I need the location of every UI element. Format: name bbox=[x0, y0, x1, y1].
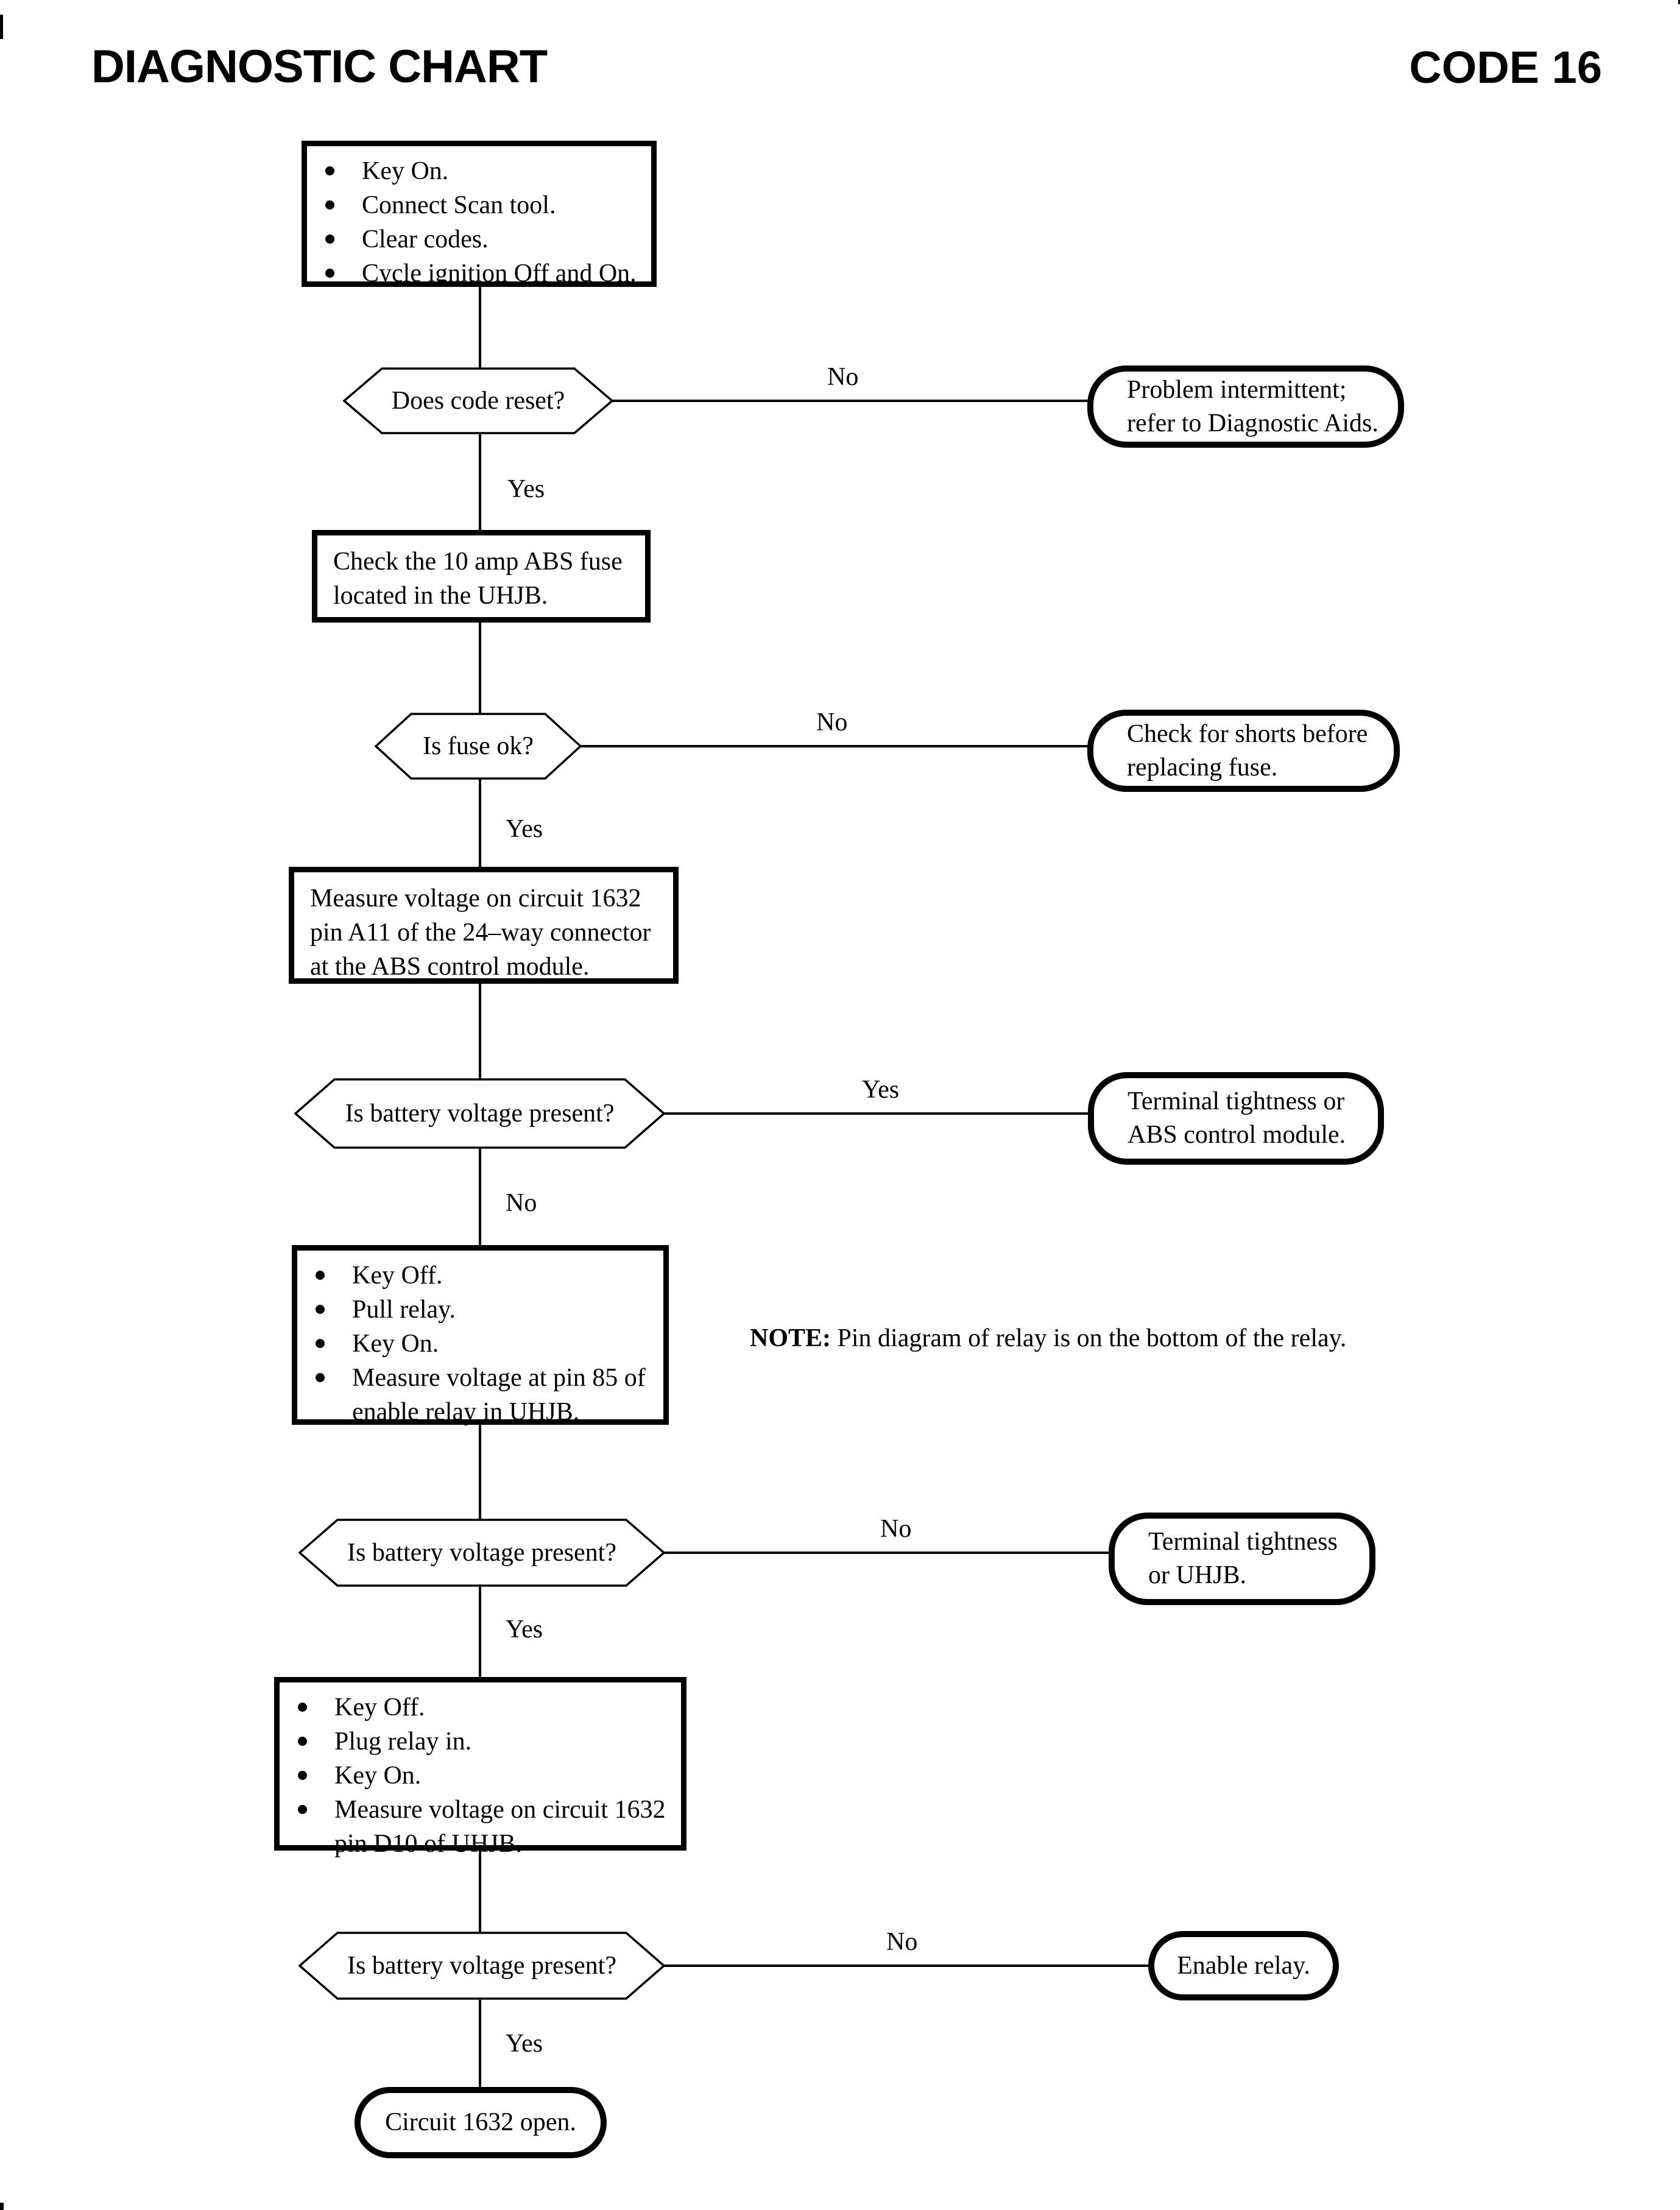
bullet-dot bbox=[325, 269, 334, 278]
hexagon-outline bbox=[298, 1932, 665, 2000]
list-item: Key Off. bbox=[280, 1690, 681, 1725]
scan-artifact bbox=[0, 15, 3, 39]
bullet-dot bbox=[298, 1805, 307, 1814]
connector-line bbox=[479, 1149, 481, 1248]
hexagon-outline bbox=[294, 1078, 665, 1149]
terminal-tightness-uhjb: Terminal tightness or UHJB. bbox=[1109, 1513, 1375, 1605]
terminal-problem-intermittent: Problem intermittent; refer to Diagnosti… bbox=[1087, 365, 1404, 448]
bullet-dot bbox=[298, 1737, 307, 1746]
list-item: Key Off. bbox=[297, 1259, 663, 1293]
connector-line bbox=[664, 1552, 1110, 1554]
branch-label-yes: Yes bbox=[506, 1615, 543, 1643]
connector-line bbox=[581, 745, 1089, 747]
bullet-dot bbox=[316, 1373, 325, 1382]
bullet-dot bbox=[298, 1771, 307, 1780]
process-pull-relay: Key Off. Pull relay. Key On. Measure vol… bbox=[292, 1245, 669, 1426]
process-plug-relay: Key Off. Plug relay in. Key On. Measure … bbox=[274, 1677, 686, 1858]
list-item: Clear codes. bbox=[307, 222, 651, 256]
scan-artifact bbox=[1678, 0, 1680, 4]
branch-label-no: No bbox=[816, 708, 848, 736]
process-measure-a11: Measure voltage on circuit 1632 pin A11 … bbox=[289, 867, 679, 984]
bullet-dot bbox=[325, 235, 334, 244]
decision-is-fuse-ok: Is fuse ok? bbox=[375, 713, 582, 780]
list-item: Measure voltage at pin 85 of enable rela… bbox=[297, 1361, 663, 1429]
list-item: Key On. bbox=[280, 1759, 681, 1793]
connector-line bbox=[612, 400, 1089, 402]
decision-does-code-reset: Does code reset? bbox=[343, 367, 613, 434]
list-item: Plug relay in. bbox=[280, 1725, 681, 1759]
connector-line bbox=[664, 1965, 1149, 1967]
connector-line bbox=[479, 984, 481, 1081]
page-title: DIAGNOSTIC CHART bbox=[91, 41, 548, 93]
bullet-dot bbox=[316, 1339, 325, 1348]
decision-battery-voltage-1: Is battery voltage present? bbox=[294, 1078, 665, 1149]
branch-label-yes: Yes bbox=[862, 1076, 900, 1104]
branch-label-no: No bbox=[880, 1515, 912, 1543]
hexagon-outline bbox=[343, 367, 613, 434]
hexagon-outline bbox=[298, 1519, 665, 1587]
process-check-fuse: Check the 10 amp ABS fuse located in the… bbox=[312, 530, 651, 623]
terminal-circuit-open: Circuit 1632 open. bbox=[355, 2087, 607, 2158]
bullet-dot bbox=[325, 200, 334, 210]
connector-line bbox=[479, 623, 481, 715]
connector-line bbox=[479, 287, 481, 371]
branch-label-yes: Yes bbox=[506, 2030, 543, 2058]
connector-line bbox=[479, 2000, 481, 2089]
list-item: Measure voltage on circuit 1632 pin D10 … bbox=[280, 1793, 681, 1861]
branch-label-no: No bbox=[886, 1928, 918, 1956]
bullet-dot bbox=[325, 166, 334, 175]
list-item: Key On. bbox=[297, 1327, 663, 1361]
branch-label-yes: Yes bbox=[506, 815, 543, 843]
bullet-dot bbox=[316, 1271, 325, 1280]
list-item: Connect Scan tool. bbox=[307, 188, 651, 222]
connector-line bbox=[479, 1587, 481, 1678]
note-text: NOTE: Pin diagram of relay is on the bot… bbox=[750, 1324, 1347, 1352]
branch-label-no: No bbox=[827, 363, 859, 391]
connector-line bbox=[479, 434, 481, 532]
terminal-tightness-abs-module: Terminal tightness or ABS control module… bbox=[1088, 1072, 1384, 1165]
note-prefix: NOTE: bbox=[750, 1324, 831, 1352]
code-number: CODE 16 bbox=[1409, 42, 1602, 93]
terminal-enable-relay: Enable relay. bbox=[1148, 1931, 1339, 2000]
hexagon-outline bbox=[375, 713, 582, 780]
bullet-dot bbox=[298, 1703, 307, 1712]
connector-line bbox=[479, 1425, 481, 1520]
list-item: Cycle ignition Off and On. bbox=[307, 256, 651, 291]
bullet-dot bbox=[316, 1305, 325, 1314]
list-item: Pull relay. bbox=[297, 1293, 663, 1327]
connector-line bbox=[664, 1112, 1089, 1115]
start-box: Key On. Connect Scan tool. Clear codes. … bbox=[302, 141, 657, 288]
decision-battery-voltage-2: Is battery voltage present? bbox=[298, 1519, 665, 1587]
branch-label-yes: Yes bbox=[507, 475, 545, 503]
branch-label-no: No bbox=[506, 1189, 537, 1217]
connector-line bbox=[479, 779, 481, 869]
connector-line bbox=[479, 1851, 481, 1934]
decision-battery-voltage-3: Is battery voltage present? bbox=[298, 1932, 665, 2000]
list-item: Key On. bbox=[307, 154, 651, 188]
scan-artifact bbox=[0, 2203, 4, 2210]
terminal-check-for-shorts: Check for shorts before replacing fuse. bbox=[1087, 710, 1400, 792]
